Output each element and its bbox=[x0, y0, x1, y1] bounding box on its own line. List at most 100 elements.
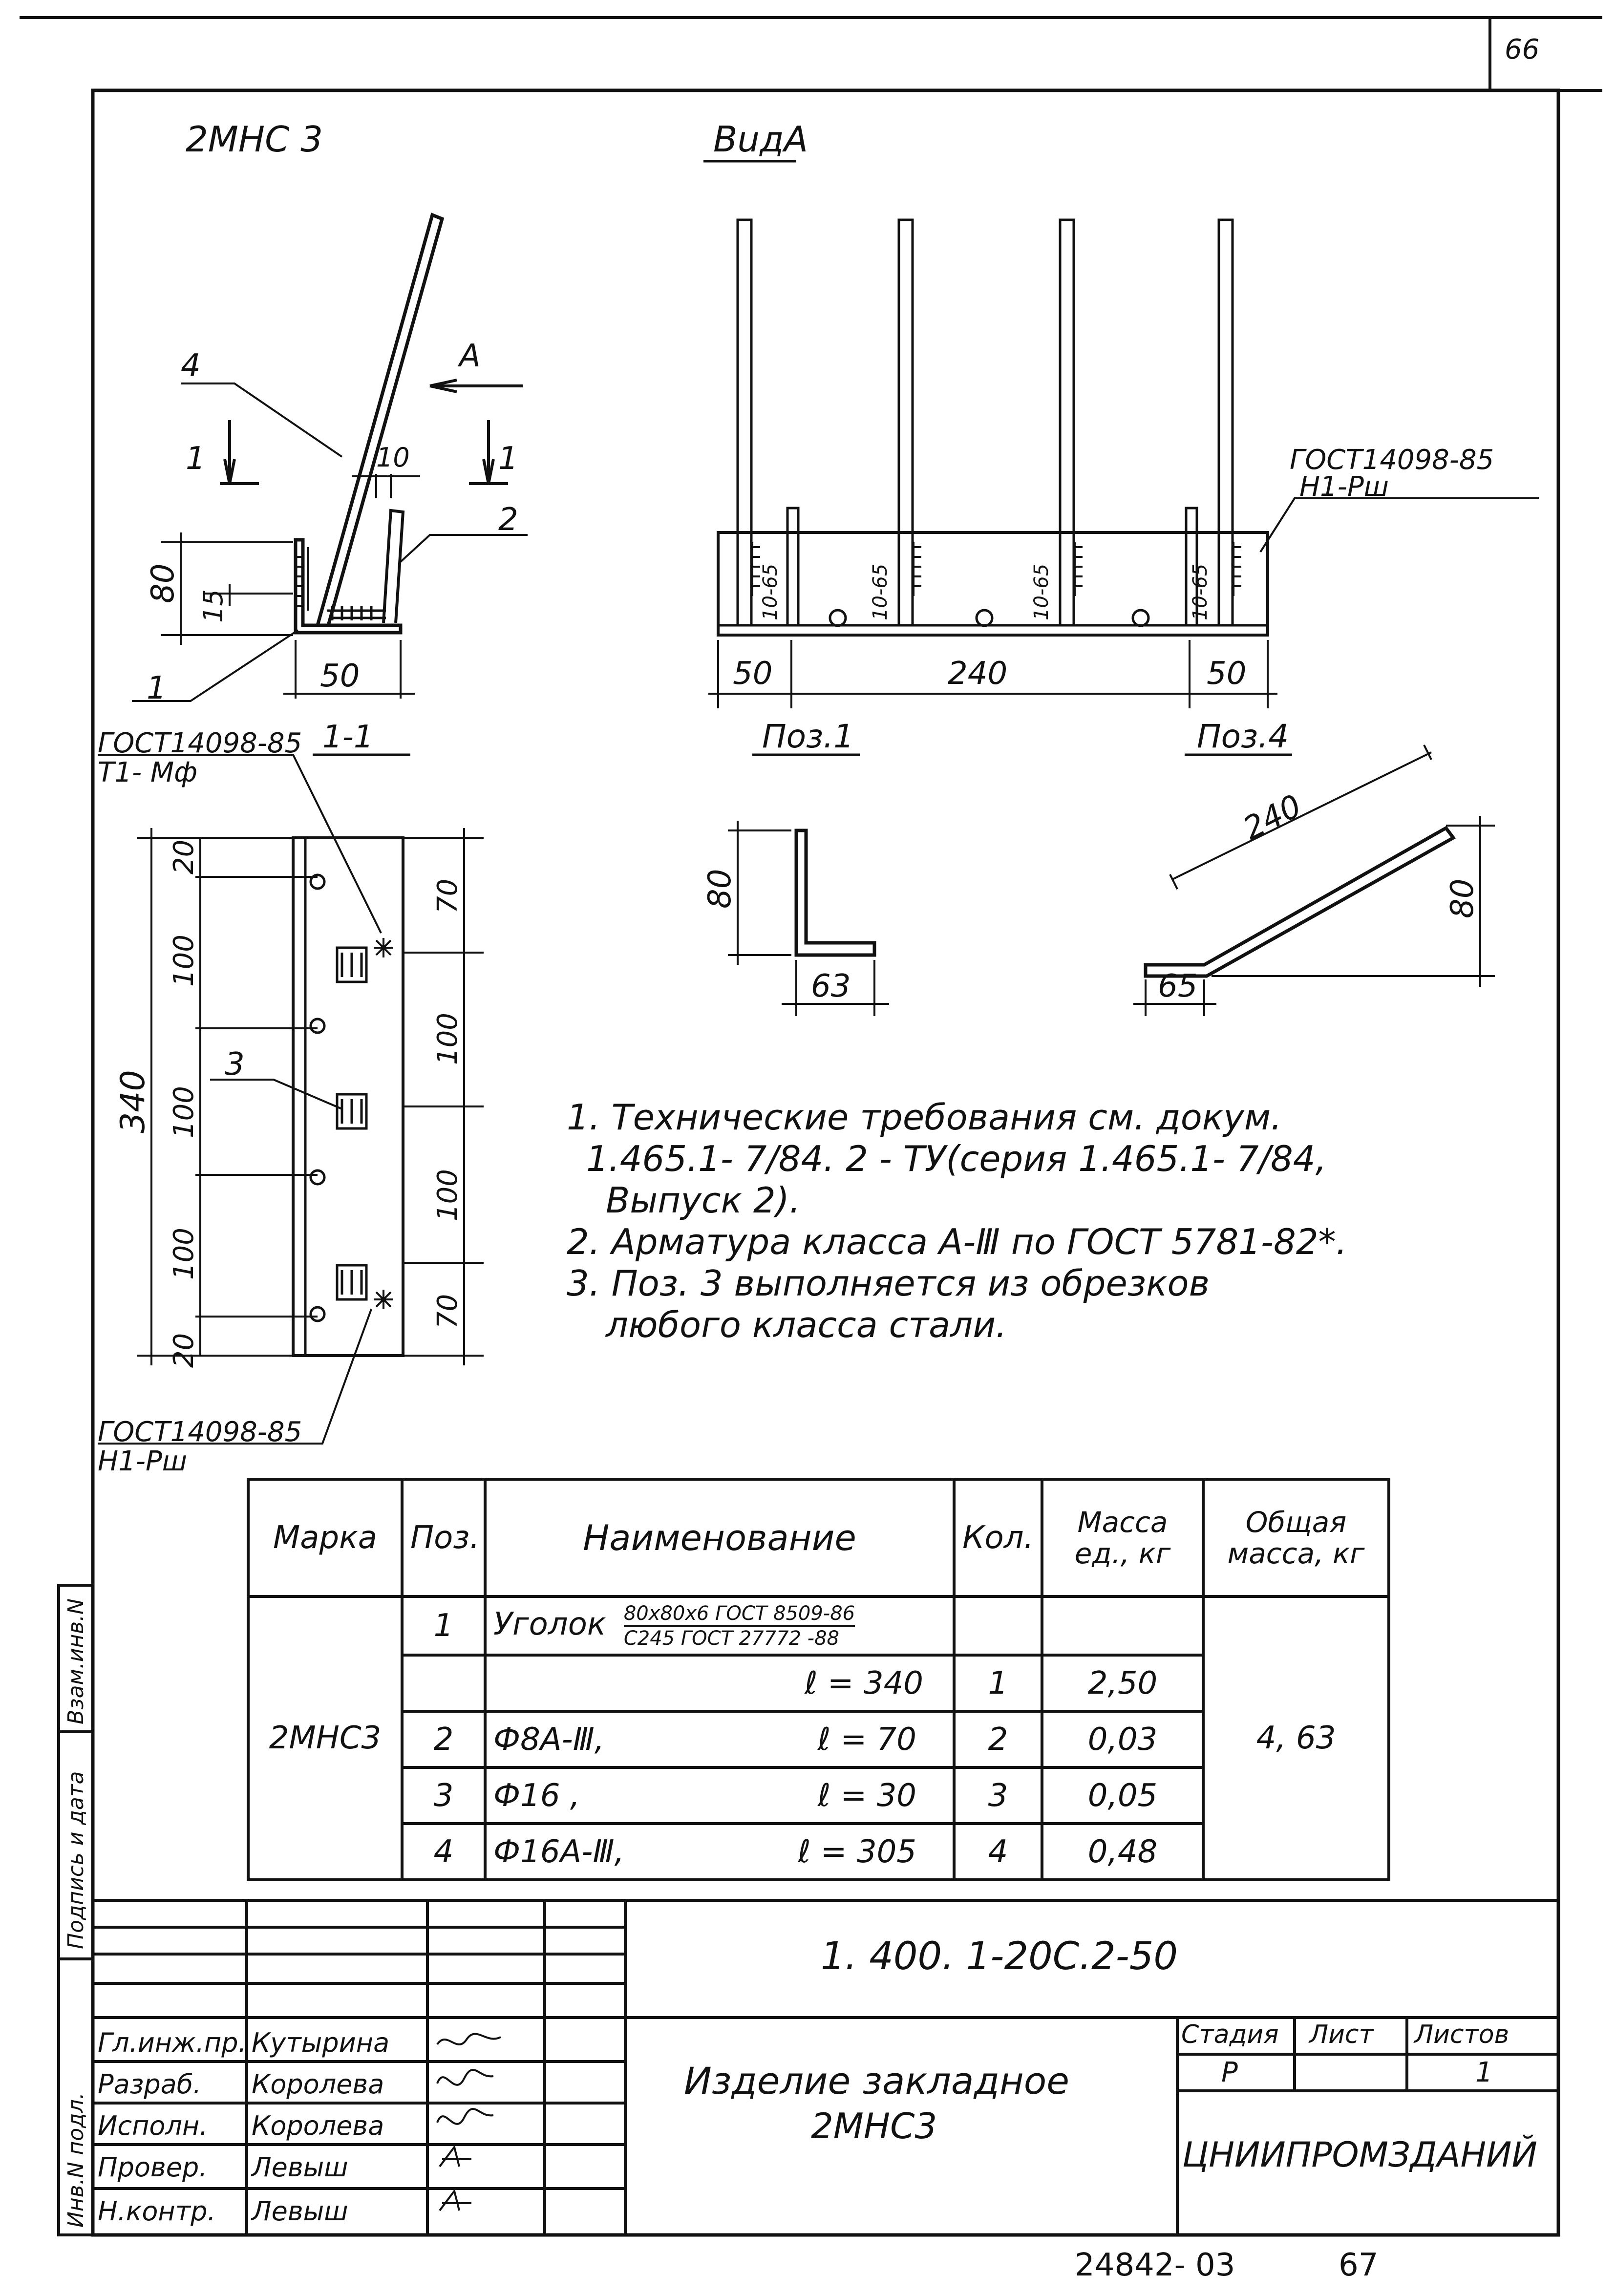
person-3: Королева bbox=[252, 2110, 384, 2141]
leader-2-label: 2 bbox=[498, 502, 518, 538]
cell-name-fraction: 80х80х6 ГОСТ 8509-86 С245 ГОСТ 27772 -88 bbox=[623, 1602, 855, 1650]
dim-plan-70b: 70 bbox=[432, 1294, 464, 1329]
hdr-total-mass: Общая масса, кг bbox=[1202, 1478, 1390, 1598]
cell-pos: 2 bbox=[401, 1710, 487, 1769]
cell-qty bbox=[953, 1595, 1043, 1657]
pos1-title: Поз.1 bbox=[762, 718, 854, 755]
sheets-value: 1 bbox=[1475, 2057, 1493, 2088]
weld-label-1: 10-65 bbox=[759, 564, 782, 620]
person-5: Левыш bbox=[252, 2196, 348, 2227]
signature-2 bbox=[436, 2069, 494, 2086]
side-label-3: Инв.N подл. bbox=[64, 2092, 88, 2228]
section-title: 2ΜΗC 3 bbox=[186, 119, 323, 160]
table-row: 4 Ф16А-Ⅲ,ℓ = 305 4 0,48 bbox=[248, 1822, 1389, 1881]
cell-mass: 0,05 bbox=[1041, 1766, 1205, 1825]
table-row: 3 Ф16 ,ℓ = 30 3 0,05 bbox=[248, 1766, 1389, 1825]
cell-qty: 2 bbox=[953, 1710, 1043, 1769]
gost-top-2: Т1- Мф bbox=[98, 757, 197, 788]
table-row: ℓ = 340 1 2,50 bbox=[248, 1654, 1389, 1713]
note-line-2: 1.465.1- 7/84. 2 - ТУ(серия 1.465.1- 7/8… bbox=[586, 1138, 1327, 1179]
cell-pos bbox=[401, 1654, 487, 1713]
role-3: Исполн. bbox=[98, 2110, 208, 2141]
cell-mass: 2,50 bbox=[1041, 1654, 1205, 1713]
weld-label-2: 10-65 bbox=[869, 564, 892, 620]
dim-sec-80: 80 bbox=[145, 564, 181, 603]
table-row: 2ΜΗC3 1 Уголок 80х80х6 ГОСТ 8509-86 С245… bbox=[247, 1595, 1390, 1881]
cell-name: Ф8А-Ⅲ,ℓ = 70 bbox=[484, 1710, 956, 1769]
hdr-mark: Марка bbox=[247, 1478, 404, 1598]
dim-view-240: 240 bbox=[948, 656, 1007, 692]
cell-name-main: Ф8А-Ⅲ, bbox=[493, 1721, 605, 1758]
cell-len: ℓ = 340 bbox=[484, 1654, 956, 1713]
dim-plan-100c: 100 bbox=[168, 1228, 200, 1280]
stage-header: Стадия bbox=[1181, 2020, 1279, 2049]
leader-3-label: 3 bbox=[225, 1046, 245, 1083]
cell-name: Ф16 ,ℓ = 30 bbox=[484, 1766, 956, 1825]
cell-name: Ф16А-Ⅲ,ℓ = 305 bbox=[484, 1822, 956, 1881]
dim-pos4-80: 80 bbox=[1445, 879, 1481, 918]
dim-pos4-65: 65 bbox=[1158, 968, 1197, 1004]
signatures bbox=[436, 2033, 501, 2211]
cell-mass: 0,03 bbox=[1041, 1710, 1205, 1769]
signature-1 bbox=[436, 2033, 501, 2045]
leader-1-label: 1 bbox=[147, 670, 167, 706]
role-4: Провер. bbox=[98, 2152, 208, 2183]
title-line-2: 2ΜΗC3 bbox=[811, 2105, 937, 2147]
cell-len: ℓ = 30 bbox=[817, 1777, 916, 1814]
section-mark-1a: 1 bbox=[186, 441, 206, 477]
doc-code: 1. 400. 1-20С.2-50 bbox=[821, 1935, 1178, 1978]
dim-plan-20a: 20 bbox=[168, 840, 200, 874]
dim-plan-340: 340 bbox=[114, 1070, 152, 1133]
cell-len: ℓ = 305 bbox=[798, 1833, 916, 1870]
gost-right-2: Н1-Рш bbox=[1299, 471, 1389, 503]
dim-plan-70a: 70 bbox=[432, 879, 464, 914]
cell-pos: 1 bbox=[401, 1595, 487, 1657]
dim-pos1-80: 80 bbox=[702, 869, 738, 909]
cell-mark: 2ΜΗC3 bbox=[247, 1595, 404, 1881]
cell-pos: 4 bbox=[401, 1822, 487, 1881]
person-1: Кутырина bbox=[252, 2027, 390, 2058]
pos1-detail bbox=[728, 821, 889, 1016]
note-line-6: любого класса стали. bbox=[606, 1304, 1007, 1345]
dim-sec-50: 50 bbox=[320, 658, 360, 694]
cell-qty: 3 bbox=[953, 1766, 1043, 1825]
title-block-lines bbox=[93, 1899, 1558, 2235]
dim-plan-100d: 100 bbox=[432, 1013, 464, 1065]
weld-label-4: 10-65 bbox=[1189, 564, 1212, 620]
sheet-number-box bbox=[1488, 18, 1602, 92]
cell-qty: 1 bbox=[953, 1654, 1043, 1713]
cell-qty: 4 bbox=[953, 1822, 1043, 1881]
section-1-1-view bbox=[132, 213, 528, 756]
plan-view bbox=[98, 754, 484, 1445]
signature-4 bbox=[439, 2145, 471, 2168]
cell-total: 4, 63 bbox=[1202, 1595, 1390, 1881]
note-line-3: Выпуск 2). bbox=[606, 1180, 801, 1221]
person-2: Королева bbox=[252, 2069, 384, 2100]
role-5: Н.контр. bbox=[98, 2196, 216, 2227]
organization: ЦНИИПРОМЗДАНИЙ bbox=[1182, 2135, 1537, 2175]
cell-name-main: Уголок bbox=[493, 1606, 606, 1642]
cell-name: Уголок 80х80х6 ГОСТ 8509-86 С245 ГОСТ 27… bbox=[484, 1595, 956, 1657]
dim-view-50b: 50 bbox=[1207, 656, 1246, 692]
dim-plan-100a: 100 bbox=[168, 935, 200, 987]
cell-mass bbox=[1041, 1595, 1205, 1657]
dim-plan-20b: 20 bbox=[168, 1333, 200, 1368]
dim-plan-100b: 100 bbox=[168, 1086, 200, 1138]
side-label-2: Подпись и дата bbox=[64, 1771, 88, 1949]
specification-table: Марка Поз. Наименование Кол. Масса ед., … bbox=[247, 1478, 1390, 1881]
table-row: 2 Ф8А-Ⅲ,ℓ = 70 2 0,03 bbox=[248, 1710, 1389, 1769]
dim-plan-100e: 100 bbox=[432, 1169, 464, 1221]
dim-pos4-240: 240 bbox=[1238, 788, 1307, 847]
note-line-5: 3. Поз. 3 выполняется из обрезков bbox=[567, 1263, 1210, 1304]
pos4-title: Поз.4 bbox=[1197, 718, 1289, 755]
sheets-header: Листов bbox=[1414, 2020, 1510, 2049]
dim-view-50a: 50 bbox=[733, 656, 772, 692]
gost-bottom-2: Н1-Рш bbox=[98, 1446, 187, 1477]
hdr-pos: Поз. bbox=[401, 1478, 487, 1598]
fraction-bottom: С245 ГОСТ 27772 -88 bbox=[623, 1627, 839, 1650]
sheet-header: Лист bbox=[1309, 2020, 1374, 2049]
note-line-4: 2. Арматура класса А-Ⅲ по ГОСТ 5781-82*. bbox=[567, 1221, 1347, 1262]
view-A bbox=[703, 160, 1539, 756]
view-a-title: BuдA bbox=[713, 119, 808, 160]
